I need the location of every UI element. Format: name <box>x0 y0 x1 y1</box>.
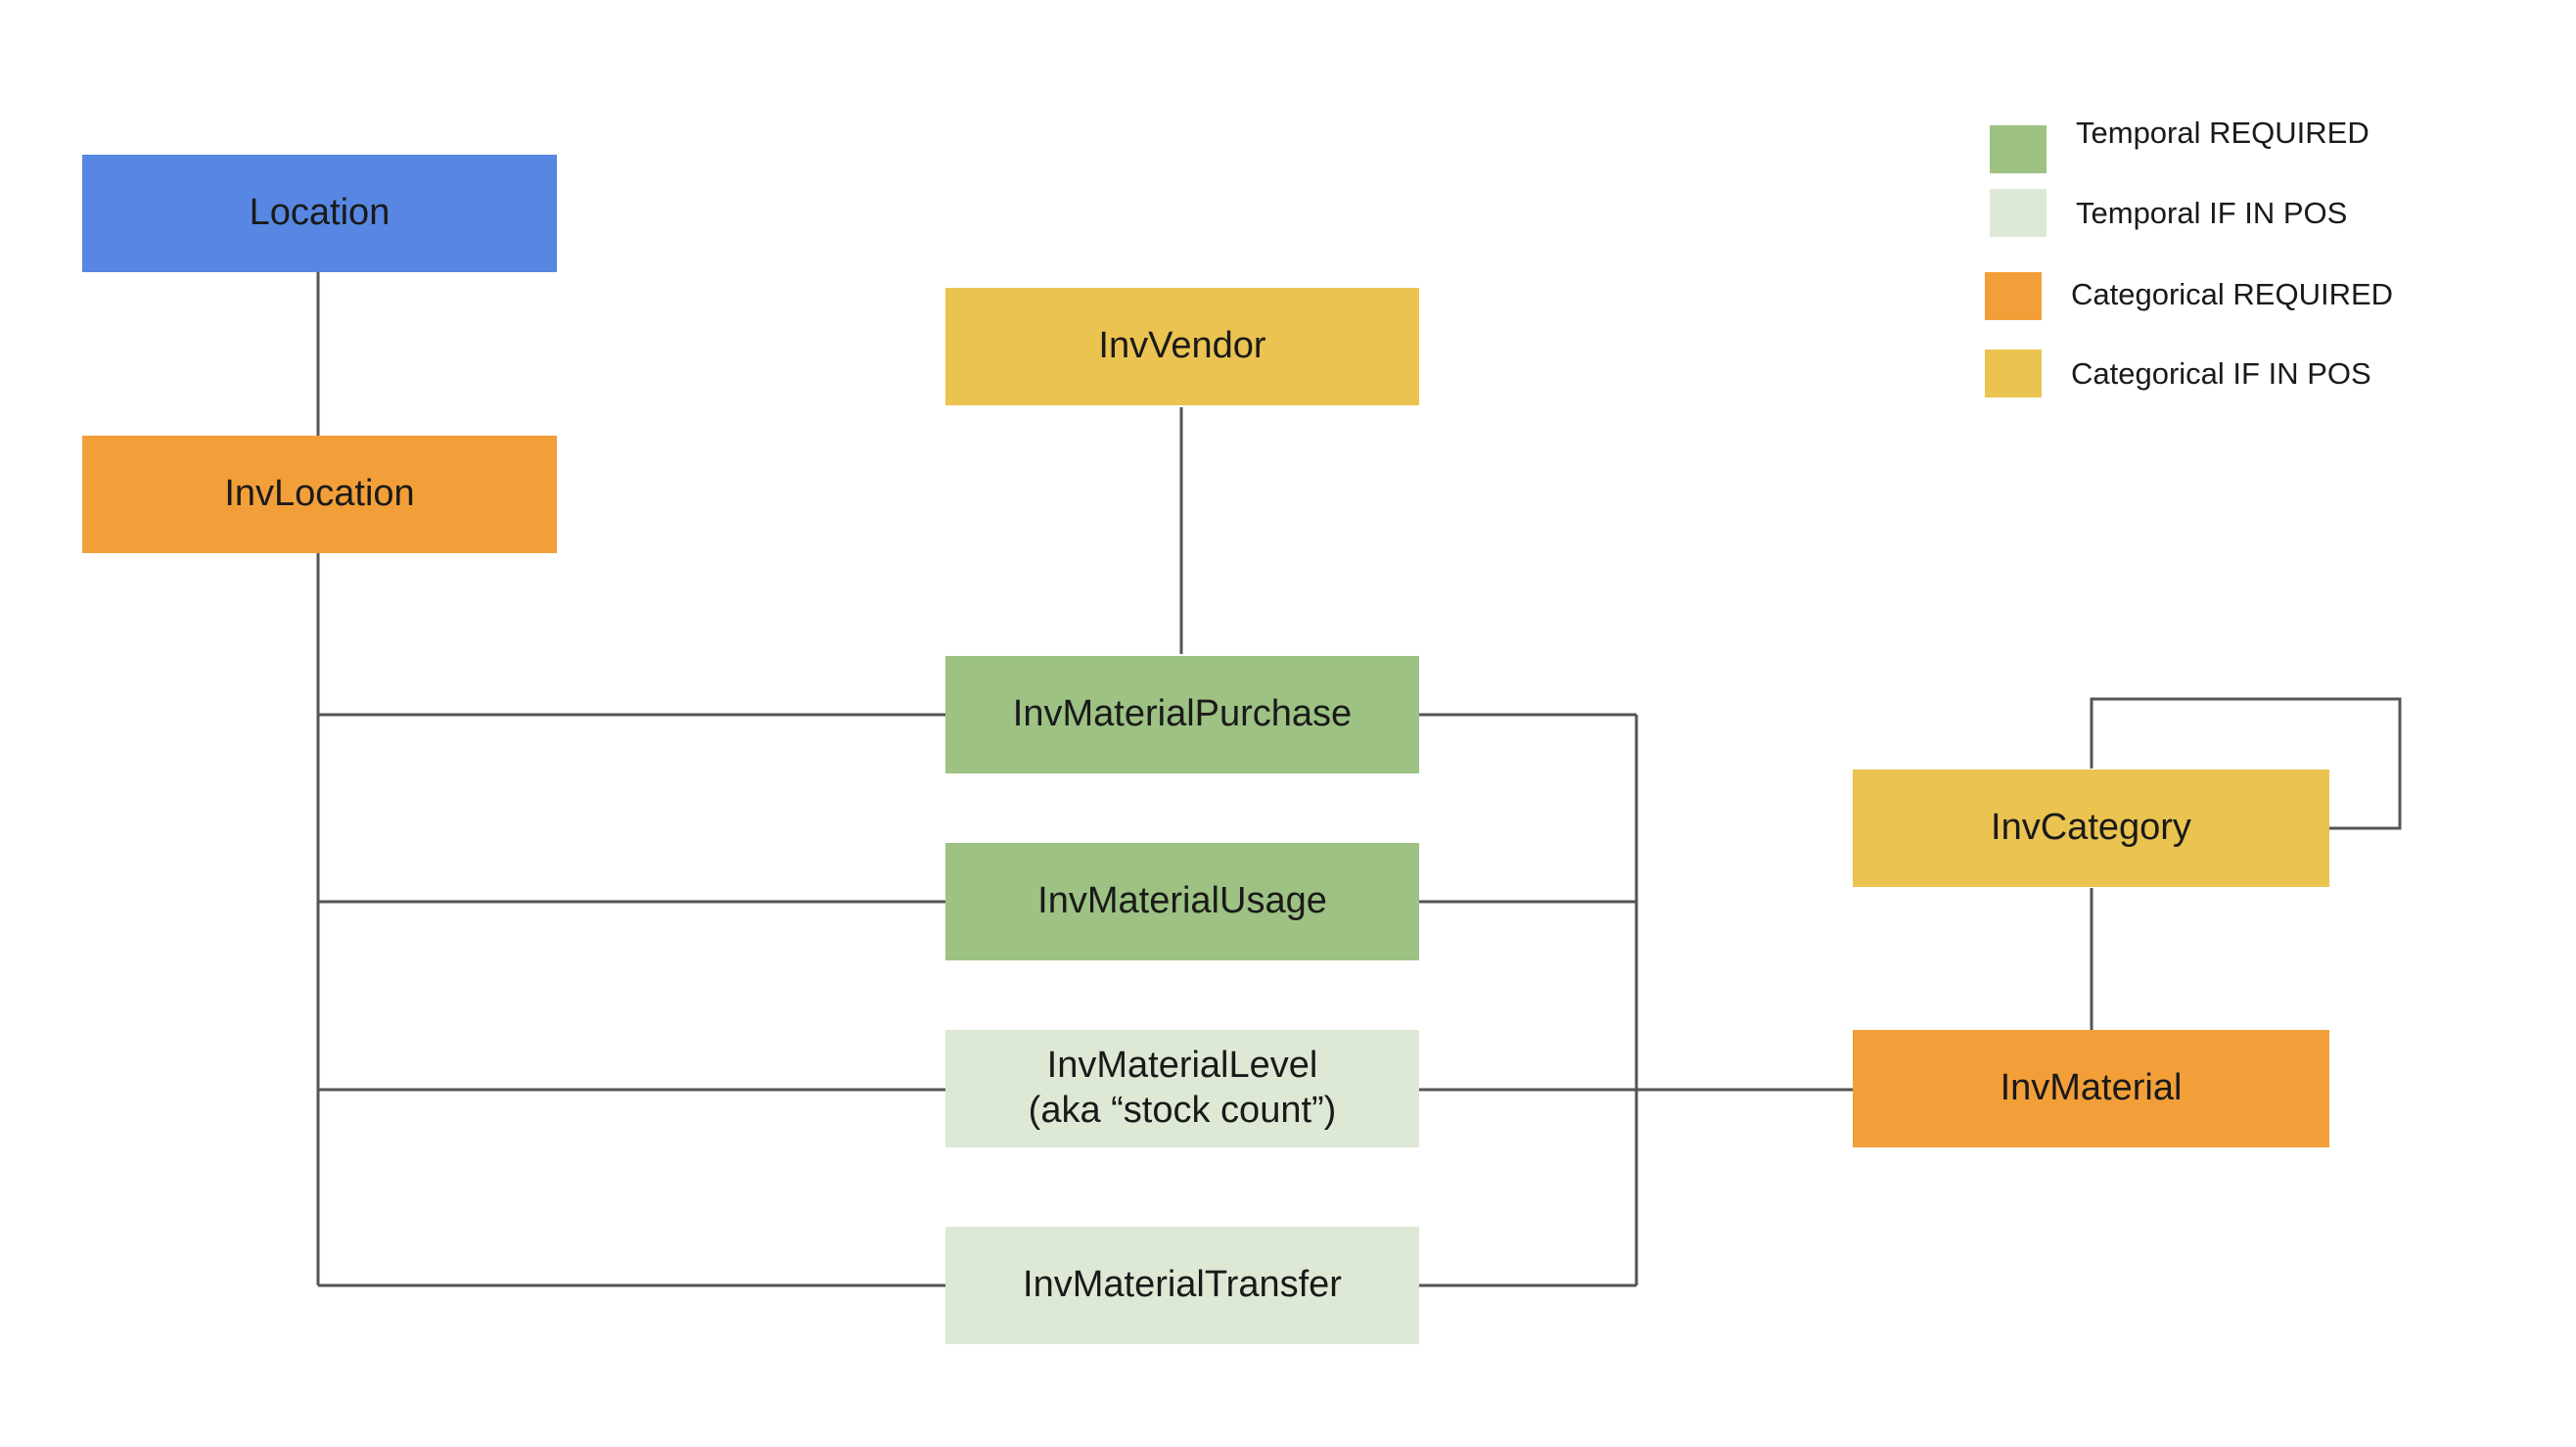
legend-label-categorical-if-in-pos: Categorical IF IN POS <box>2071 356 2371 391</box>
node-inv-material-purchase: InvMaterialPurchase <box>945 656 1419 773</box>
legend-swatch-temporal-required <box>1990 125 2047 173</box>
node-inv-vendor: InvVendor <box>945 288 1419 405</box>
node-inv-location-label: InvLocation <box>224 473 415 515</box>
node-inv-material-transfer-label: InvMaterialTransfer <box>1023 1264 1342 1306</box>
legend-swatch-categorical-required <box>1985 272 2042 320</box>
node-inv-material-level: InvMaterialLevel (aka “stock count”) <box>945 1030 1419 1147</box>
node-inv-category: InvCategory <box>1853 770 2329 887</box>
legend-label-temporal-if-in-pos: Temporal IF IN POS <box>2076 196 2348 230</box>
node-inv-category-label: InvCategory <box>1991 807 2191 849</box>
legend-swatch-categorical-if-in-pos <box>1985 350 2042 397</box>
node-inv-material-transfer: InvMaterialTransfer <box>945 1227 1419 1344</box>
legend-label-temporal-required: Temporal REQUIRED <box>2076 116 2369 150</box>
node-location: Location <box>82 155 557 272</box>
node-inv-vendor-label: InvVendor <box>1098 325 1266 367</box>
node-inv-material-usage-label: InvMaterialUsage <box>1037 880 1327 922</box>
node-inv-material-level-sublabel: (aka “stock count”) <box>1028 1090 1337 1131</box>
node-inv-material: InvMaterial <box>1853 1030 2329 1147</box>
legend-label-categorical-required: Categorical REQUIRED <box>2071 277 2394 311</box>
connector-category-self-loop <box>2090 697 2402 830</box>
node-inv-material-purchase-label: InvMaterialPurchase <box>1012 693 1353 735</box>
node-inv-material-level-label: InvMaterialLevel <box>1046 1045 1318 1087</box>
node-location-label: Location <box>249 192 391 234</box>
legend-swatch-temporal-if-in-pos <box>1990 189 2047 237</box>
node-inv-material-usage: InvMaterialUsage <box>945 843 1419 960</box>
node-inv-location: InvLocation <box>82 436 557 553</box>
node-inv-material-label: InvMaterial <box>2000 1067 2183 1109</box>
